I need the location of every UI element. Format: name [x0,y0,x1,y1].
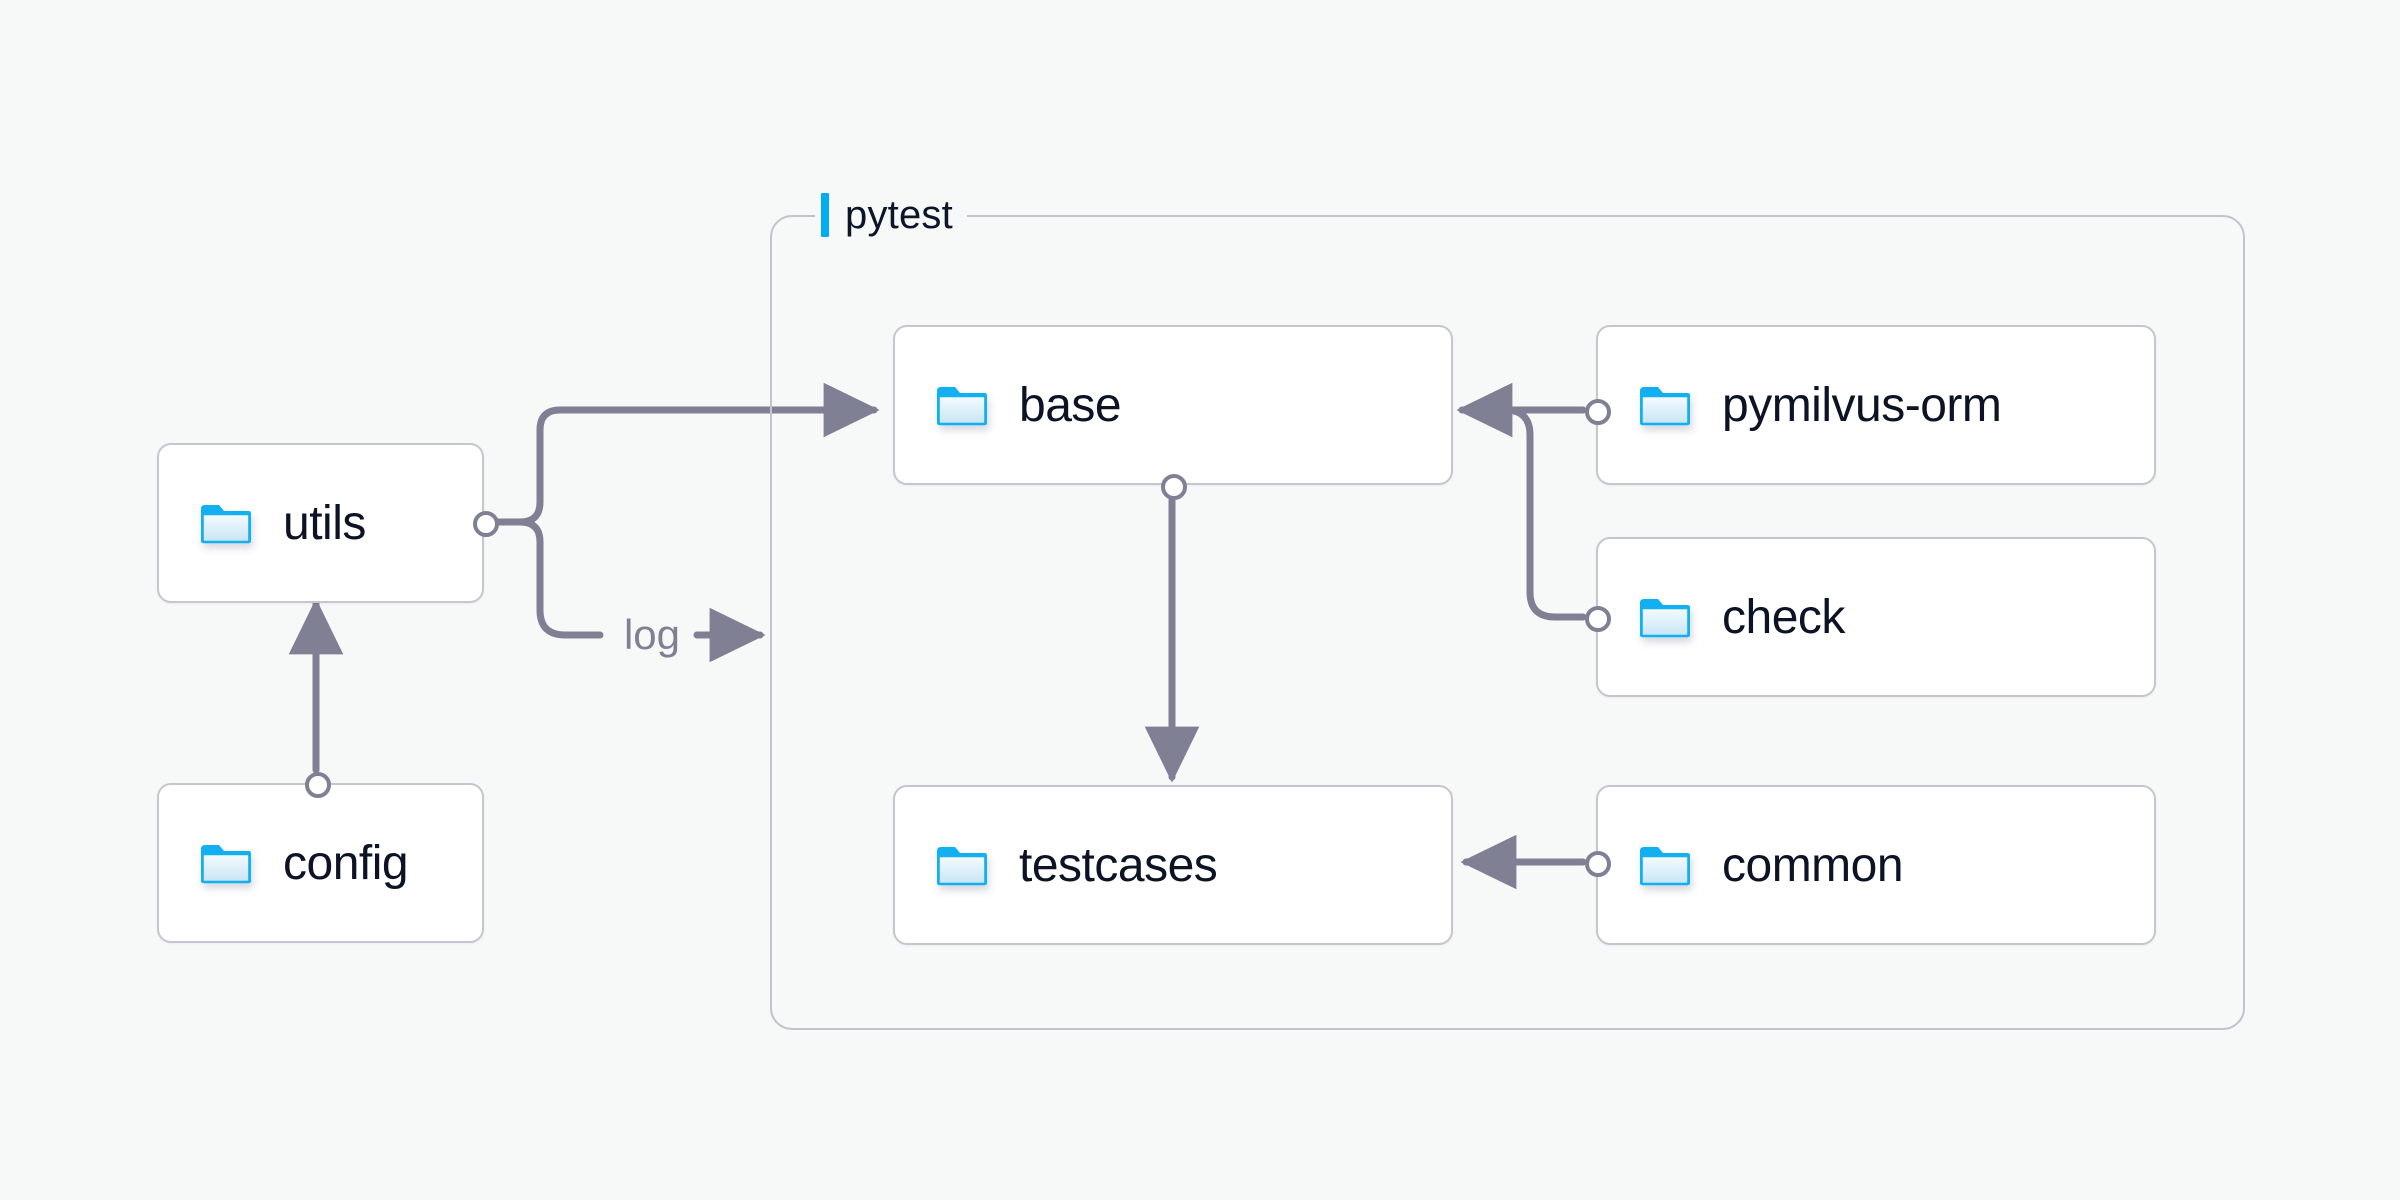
node-utils[interactable]: utils [157,443,499,603]
node-common[interactable]: common [1585,785,2156,945]
port-check-left[interactable] [1585,606,1611,632]
edge-label-log: log [617,611,687,659]
node-testcases-content: testcases [895,838,1218,893]
node-pymilvus-orm-label: pymilvus-orm [1722,378,2002,432]
folder-icon [1640,847,1690,886]
node-config-label: config [283,836,409,890]
port-utils-right[interactable] [473,511,499,537]
port-config-top[interactable] [305,772,331,798]
node-check-content: check [1598,590,1845,645]
group-pytest-title: pytest [845,192,953,237]
folder-icon [1640,599,1690,638]
port-base-bottom[interactable] [1161,474,1187,500]
folder-icon [937,847,987,886]
port-common-left[interactable] [1585,851,1611,877]
group-pytest[interactable] [770,215,2245,1030]
group-pytest-label: pytest [815,188,967,242]
folder-icon [937,387,987,426]
folder-icon [1640,387,1690,426]
folder-icon [201,845,251,884]
node-testcases-label: testcases [1019,838,1218,892]
node-pymilvus-orm-content: pymilvus-orm [1598,378,2002,433]
accent-bar-icon [821,193,829,237]
node-check-label: check [1722,590,1845,644]
port-pymilvus-orm-left[interactable] [1585,399,1611,425]
node-testcases[interactable]: testcases [893,785,1453,945]
node-check[interactable]: check [1585,537,2156,697]
node-common-content: common [1598,838,1904,893]
node-common-label: common [1722,838,1904,892]
folder-icon [201,505,251,544]
node-config-content: config [159,836,409,891]
node-base[interactable]: base [893,325,1453,500]
node-config[interactable]: config [157,772,484,943]
node-base-label: base [1019,378,1122,432]
edge-utils-to-pytest-log [480,518,604,639]
node-utils-content: utils [159,496,366,551]
node-pymilvus-orm[interactable]: pymilvus-orm [1585,325,2156,485]
node-base-content: base [895,378,1122,433]
node-utils-label: utils [283,496,366,550]
